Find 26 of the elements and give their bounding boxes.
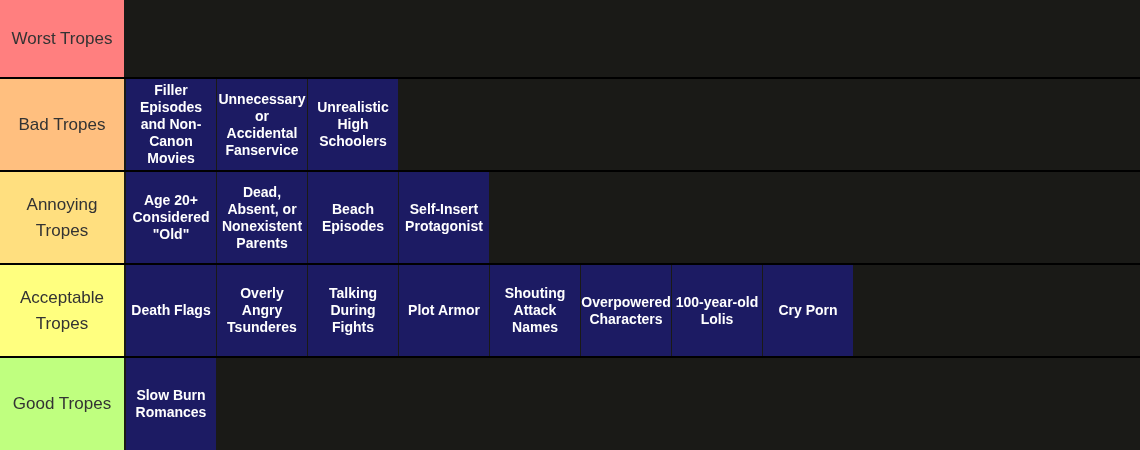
trope-card: Cry Porn <box>763 265 853 356</box>
tier-label: Good Tropes <box>0 358 124 450</box>
tier-label: Worst Tropes <box>0 0 124 77</box>
tier-row <box>0 79 1140 170</box>
trope-card: Age 20+ Considered "Old" <box>126 172 216 263</box>
tier-row <box>0 0 1140 77</box>
tier-label: Annoying Tropes <box>0 172 124 263</box>
trope-card: Plot Armor <box>399 265 489 356</box>
trope-card: Dead, Absent, or Nonexistent Parents <box>217 172 307 263</box>
trope-card: Slow Burn Romances <box>126 358 216 450</box>
trope-card: Unnecessary or Accidental Fanservice <box>217 79 307 170</box>
trope-card: Filler Episodes and Non-Canon Movies <box>126 79 216 170</box>
trope-card: Death Flags <box>126 265 216 356</box>
tier-label: Acceptable Tropes <box>0 265 124 356</box>
tier-row <box>0 172 1140 263</box>
trope-card: Overpowered Characters <box>581 265 671 356</box>
trope-card: Talking During Fights <box>308 265 398 356</box>
tier-row <box>0 265 1140 356</box>
trope-card: Overly Angry Tsunderes <box>217 265 307 356</box>
trope-card: Beach Episodes <box>308 172 398 263</box>
trope-card: Shouting Attack Names <box>490 265 580 356</box>
tier-row <box>0 358 1140 450</box>
tier-label: Bad Tropes <box>0 79 124 170</box>
trope-card: Unrealistic High Schoolers <box>308 79 398 170</box>
trope-card: Self-Insert Protagonist <box>399 172 489 263</box>
trope-card: 100-year-old Lolis <box>672 265 762 356</box>
